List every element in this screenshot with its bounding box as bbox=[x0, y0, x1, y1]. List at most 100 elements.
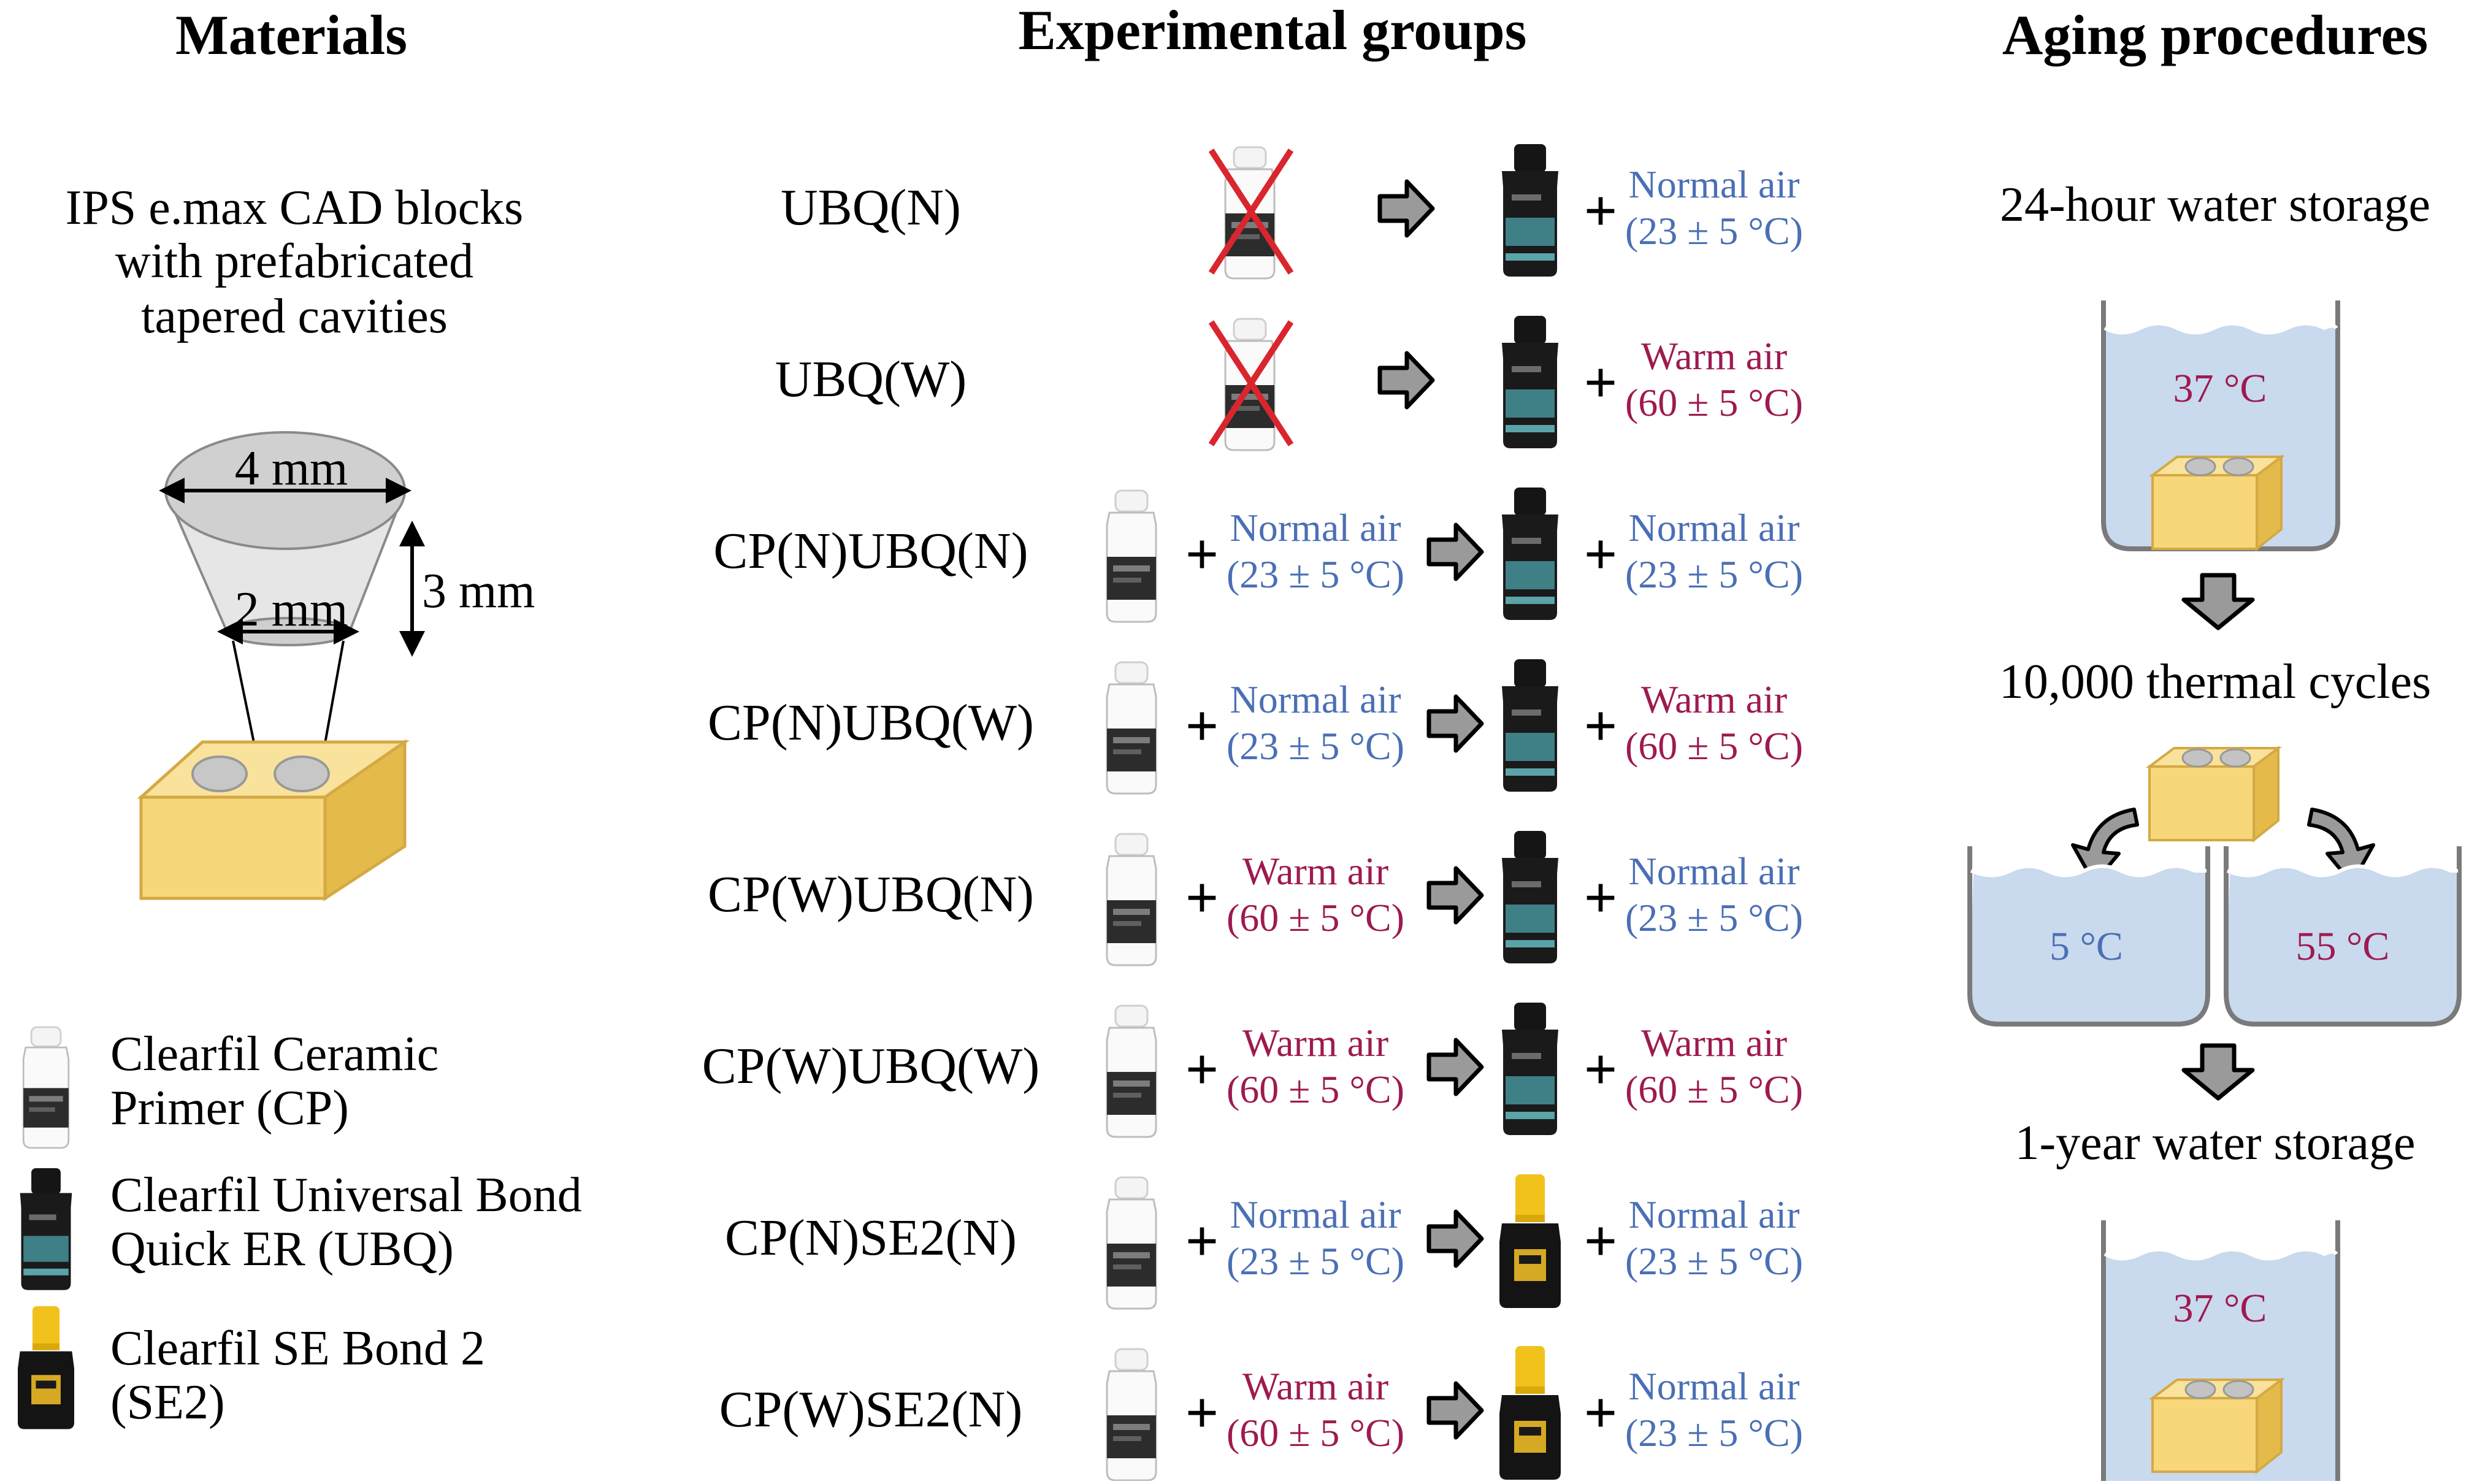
primer-air-condition-temp: (60 ± 5 °C) bbox=[1227, 1068, 1404, 1111]
plus-icon: + bbox=[1584, 865, 1618, 930]
legend-ubq-line: Clearfil Universal Bond bbox=[110, 1168, 582, 1222]
ubq-bottle-icon bbox=[1502, 1003, 1558, 1135]
specimen-block-icon bbox=[2151, 456, 2283, 550]
specimen-block-icon bbox=[2151, 1379, 2283, 1473]
adhesive-air-condition-name: Warm air bbox=[1641, 678, 1787, 721]
ubq-bottle-icon bbox=[1502, 144, 1558, 277]
plus-icon: + bbox=[1185, 1036, 1219, 1102]
legend-cp-line: Clearfil Ceramic bbox=[110, 1027, 438, 1081]
cp-bottle-icon bbox=[1106, 1176, 1157, 1310]
water-beaker-24h: 37 °C bbox=[2101, 300, 2340, 551]
se2-bottle-icon bbox=[1499, 1174, 1561, 1308]
adhesive-air-condition-temp: (23 ± 5 °C) bbox=[1625, 209, 1803, 253]
primer-air-condition-temp: (23 ± 5 °C) bbox=[1227, 553, 1404, 596]
cold-bath: 5 °C bbox=[1967, 846, 2210, 1027]
adhesive-air-condition: Warm air(60 ± 5 °C) bbox=[1625, 678, 1803, 768]
group-row: CP(W)SE2(N)+Warm air(60 ± 5 °C)+Normal a… bbox=[719, 1346, 1803, 1482]
adhesive-air-condition-temp: (60 ± 5 °C) bbox=[1625, 381, 1803, 424]
adhesive-air-condition-temp: (60 ± 5 °C) bbox=[1625, 724, 1803, 768]
right-arrow-icon bbox=[1429, 868, 1482, 922]
cp-bottle-icon bbox=[1106, 1348, 1157, 1482]
primer-air-condition: Warm air(60 ± 5 °C) bbox=[1227, 1364, 1404, 1455]
ubq-bottle-icon bbox=[1502, 488, 1558, 620]
primer-air-condition-name: Warm air bbox=[1242, 1364, 1388, 1408]
temp-37c-label: 37 °C bbox=[2173, 1286, 2267, 1331]
se2-bottle-icon bbox=[18, 1306, 74, 1429]
aging-step-1year: 1-year water storage bbox=[2015, 1116, 2416, 1170]
aging-procedures: 24-hour water storage 37 °C 10,000 therm… bbox=[1967, 178, 2462, 1481]
adhesive-air-condition-name: Warm air bbox=[1641, 334, 1787, 378]
block-description-line: with prefabricated bbox=[115, 234, 473, 288]
block-description-line: IPS e.max CAD blocks bbox=[66, 181, 524, 235]
plus-icon: + bbox=[1584, 1380, 1618, 1445]
group-row: CP(N)UBQ(N)+Normal air(23 ± 5 °C)+Normal… bbox=[713, 488, 1803, 623]
group-name: UBQ(W) bbox=[775, 351, 967, 408]
cp-bottle-icon bbox=[1106, 1004, 1157, 1138]
experimental-groups-header: Experimental groups bbox=[1019, 0, 1527, 61]
right-arrow-icon bbox=[1429, 697, 1482, 751]
water-beaker-1year: 37 °C bbox=[2101, 1220, 2340, 1481]
adhesive-air-condition-name: Normal air bbox=[1629, 1193, 1800, 1236]
tapered-cavity-illustration: 4 mm 2 mm 3 mm bbox=[159, 431, 535, 761]
bottom-diameter-label: 2 mm bbox=[235, 583, 348, 637]
group-name: CP(N)UBQ(N) bbox=[713, 522, 1028, 579]
plus-icon: + bbox=[1584, 1208, 1618, 1274]
primer-air-condition: Warm air(60 ± 5 °C) bbox=[1227, 1021, 1404, 1111]
primer-air-condition-name: Normal air bbox=[1230, 1193, 1401, 1236]
adhesive-air-condition-name: Normal air bbox=[1629, 163, 1800, 206]
cp-bottle-icon bbox=[1106, 833, 1157, 966]
adhesive-air-condition-temp: (23 ± 5 °C) bbox=[1625, 1411, 1803, 1455]
group-row: CP(W)UBQ(N)+Warm air(60 ± 5 °C)+Normal a… bbox=[708, 831, 1803, 966]
down-arrow-icon bbox=[2184, 1046, 2253, 1098]
plus-icon: + bbox=[1185, 693, 1219, 759]
plus-icon: + bbox=[1584, 178, 1618, 243]
group-row: CP(W)UBQ(W)+Warm air(60 ± 5 °C)+Warm air… bbox=[702, 1003, 1803, 1138]
primer-air-condition-temp: (60 ± 5 °C) bbox=[1227, 896, 1404, 939]
temp-55c-label: 55 °C bbox=[2296, 924, 2390, 969]
experimental-groups: UBQ(N)+Normal air(23 ± 5 °C)UBQ(W)+Warm … bbox=[702, 144, 1803, 1482]
primer-air-condition-name: Warm air bbox=[1242, 1021, 1388, 1065]
plus-icon: + bbox=[1185, 865, 1219, 930]
right-arrow-icon bbox=[1429, 1212, 1482, 1266]
primer-air-condition: Normal air(23 ± 5 °C) bbox=[1227, 1193, 1404, 1283]
specimen-block-icon bbox=[2148, 747, 2280, 841]
primer-air-condition-temp: (23 ± 5 °C) bbox=[1227, 1239, 1404, 1283]
adhesive-air-condition: Normal air(23 ± 5 °C) bbox=[1625, 849, 1803, 939]
primer-air-condition-temp: (60 ± 5 °C) bbox=[1227, 1411, 1404, 1455]
group-name: CP(N)SE2(N) bbox=[725, 1209, 1017, 1266]
legend-se2-line: Clearfil SE Bond 2 bbox=[110, 1321, 485, 1375]
group-name: CP(N)UBQ(W) bbox=[708, 694, 1034, 751]
adhesive-air-condition-name: Normal air bbox=[1629, 1364, 1800, 1408]
temp-5c-label: 5 °C bbox=[2050, 924, 2123, 969]
cp-bottle-icon bbox=[22, 1026, 70, 1149]
group-name: UBQ(N) bbox=[781, 179, 961, 236]
ubq-bottle-icon bbox=[20, 1168, 72, 1290]
right-arrow-icon bbox=[1429, 525, 1482, 579]
right-arrow-icon bbox=[1429, 1383, 1482, 1437]
ubq-bottle-icon bbox=[1502, 316, 1558, 448]
primer-air-condition-name: Warm air bbox=[1242, 849, 1388, 893]
adhesive-air-condition: Normal air(23 ± 5 °C) bbox=[1625, 163, 1803, 253]
cross-icon bbox=[1208, 148, 1294, 275]
adhesive-air-condition: Normal air(23 ± 5 °C) bbox=[1625, 1193, 1803, 1283]
cross-icon bbox=[1208, 320, 1294, 446]
primer-air-condition: Warm air(60 ± 5 °C) bbox=[1227, 849, 1404, 939]
legend-se2-line: (SE2) bbox=[110, 1375, 225, 1429]
primer-air-condition: Normal air(23 ± 5 °C) bbox=[1227, 678, 1404, 768]
adhesive-air-condition-temp: (23 ± 5 °C) bbox=[1625, 553, 1803, 596]
down-arrow-icon bbox=[2184, 575, 2253, 628]
se2-bottle-icon bbox=[1499, 1346, 1561, 1480]
ubq-bottle-icon bbox=[1502, 831, 1558, 963]
adhesive-air-condition: Warm air(60 ± 5 °C) bbox=[1625, 1021, 1803, 1111]
group-row: CP(N)UBQ(W)+Normal air(23 ± 5 °C)+Warm a… bbox=[708, 659, 1803, 795]
adhesive-air-condition-name: Normal air bbox=[1629, 506, 1800, 549]
legend-cp-line: Primer (CP) bbox=[110, 1081, 349, 1135]
plus-icon: + bbox=[1584, 693, 1618, 759]
group-row: UBQ(N)+Normal air(23 ± 5 °C) bbox=[781, 144, 1803, 280]
plus-icon: + bbox=[1584, 350, 1618, 415]
aging-procedures-header: Aging procedures bbox=[2002, 4, 2428, 66]
temp-37c-label: 37 °C bbox=[2173, 366, 2267, 411]
ceramic-block-icon bbox=[137, 739, 410, 901]
right-arrow-icon bbox=[1380, 353, 1433, 407]
primer-air-condition-temp: (23 ± 5 °C) bbox=[1227, 724, 1404, 768]
